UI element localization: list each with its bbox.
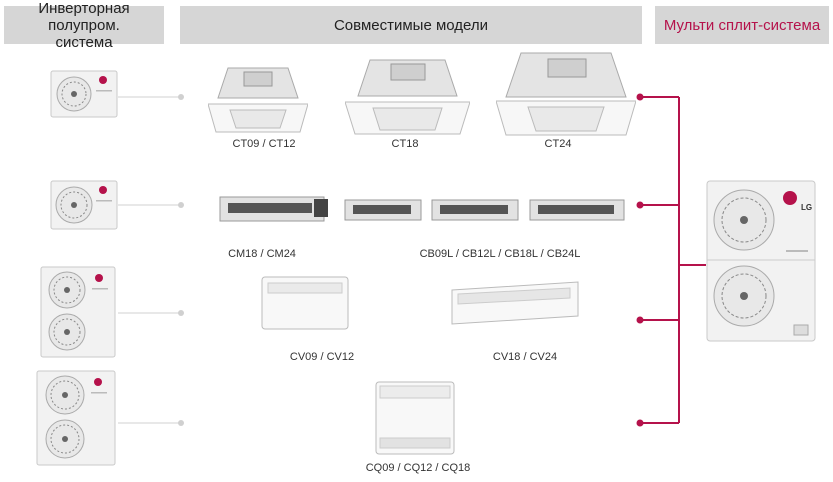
gray-dot-row3 xyxy=(178,310,184,316)
cassette-unit-ct09 xyxy=(208,67,308,133)
magenta-dot-row4 xyxy=(636,419,644,427)
outdoor-unit-large-2 xyxy=(36,370,116,466)
model-label-cq09-cq12-cq18: CQ09 / CQ12 / CQ18 xyxy=(365,462,471,474)
floor-ceiling-unit-cv18 xyxy=(451,281,579,325)
lg-logo-text: LG xyxy=(801,203,813,212)
duct-unit-cb24l xyxy=(529,199,625,221)
header-compatible-models-text: Совместимые модели xyxy=(333,16,489,34)
floor-ceiling-unit-cv09 xyxy=(261,276,349,330)
outdoor-unit-small-1 xyxy=(50,70,118,118)
duct-unit-cb12l xyxy=(431,199,519,221)
outdoor-unit-small-2 xyxy=(50,180,118,230)
magenta-dot-row3 xyxy=(636,316,644,324)
header-inverter-system: Инверторная полупром. система xyxy=(4,0,164,51)
model-label-cb-series: CB09L / CB12L / CB18L / CB24L xyxy=(419,248,581,260)
model-label-ct18: CT18 xyxy=(391,138,419,150)
gray-dot-row4 xyxy=(178,420,184,426)
cassette-unit-ct18 xyxy=(345,59,470,135)
magenta-dot-row1 xyxy=(636,93,644,101)
gray-dot-row2 xyxy=(178,202,184,208)
duct-unit-cm18 xyxy=(219,196,328,222)
gray-dot-row1 xyxy=(178,94,184,100)
multi-split-outdoor-unit xyxy=(706,180,816,342)
magenta-dot-row2 xyxy=(636,201,644,209)
header-multi-split-text: Мульти сплит-система xyxy=(663,16,821,34)
model-label-cm18-cm24: CM18 / CM24 xyxy=(228,248,296,260)
header-multi-split: Мульти сплит-система xyxy=(655,6,829,44)
model-label-ct24: CT24 xyxy=(544,138,572,150)
cassette-unit-ct24 xyxy=(496,52,636,136)
console-unit-cq09 xyxy=(375,381,455,455)
duct-unit-cb09l xyxy=(344,199,422,221)
header-inverter-system-text: Инверторная полупром. система xyxy=(38,0,130,51)
outdoor-unit-large-1 xyxy=(40,266,116,358)
header-compatible-models: Совместимые модели xyxy=(180,6,642,44)
model-label-ct09-ct12: CT09 / CT12 xyxy=(232,138,296,150)
model-label-cv09-cv12: CV09 / CV12 xyxy=(289,351,355,363)
model-label-cv18-cv24: CV18 / CV24 xyxy=(492,351,558,363)
